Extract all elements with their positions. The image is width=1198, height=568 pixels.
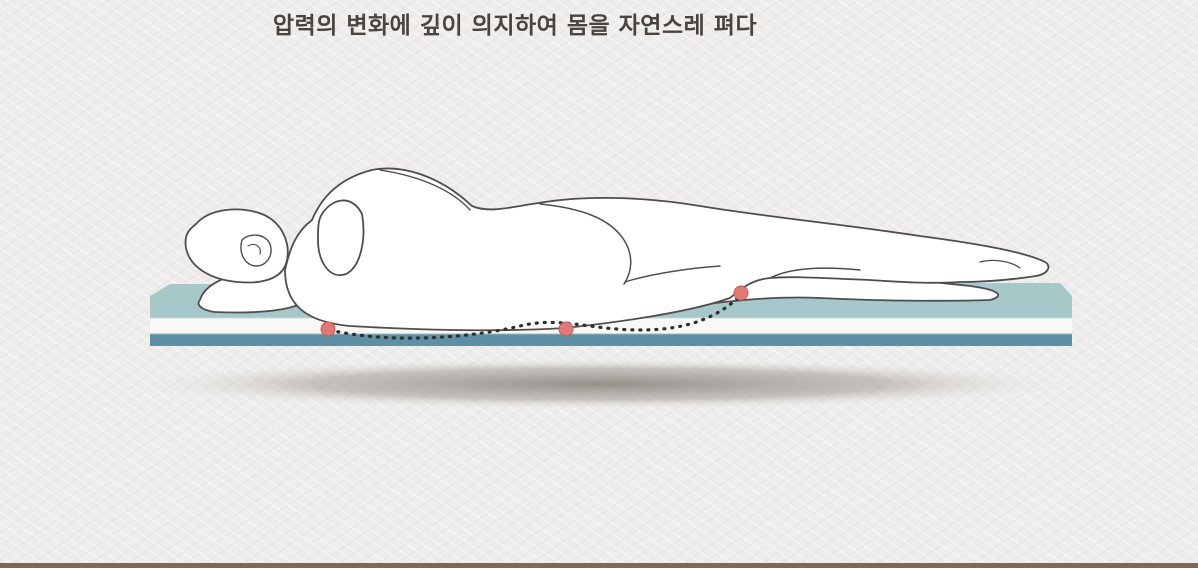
- calf-line: [769, 267, 861, 279]
- pressure-point-shoulder: [320, 321, 336, 337]
- headline: 압력의 변화에 깊이 의지하여 몸을 자연스레 펴다: [272, 13, 758, 39]
- upper-arm: [317, 199, 365, 277]
- shoulder-line: [379, 169, 471, 211]
- pressure-point-hip: [558, 321, 574, 337]
- mattress-base-layer: [150, 334, 1072, 346]
- sleeping-figure: [184, 167, 1050, 332]
- knee-line: [624, 265, 721, 283]
- head: [184, 208, 289, 284]
- pressure-point-knee: [733, 285, 749, 301]
- foot-line: [979, 259, 1021, 269]
- hip-line: [539, 203, 632, 285]
- bottom-border: [0, 563, 1198, 568]
- ear: [240, 234, 272, 267]
- mattress-shadow: [120, 358, 1080, 410]
- torso: [284, 167, 1050, 332]
